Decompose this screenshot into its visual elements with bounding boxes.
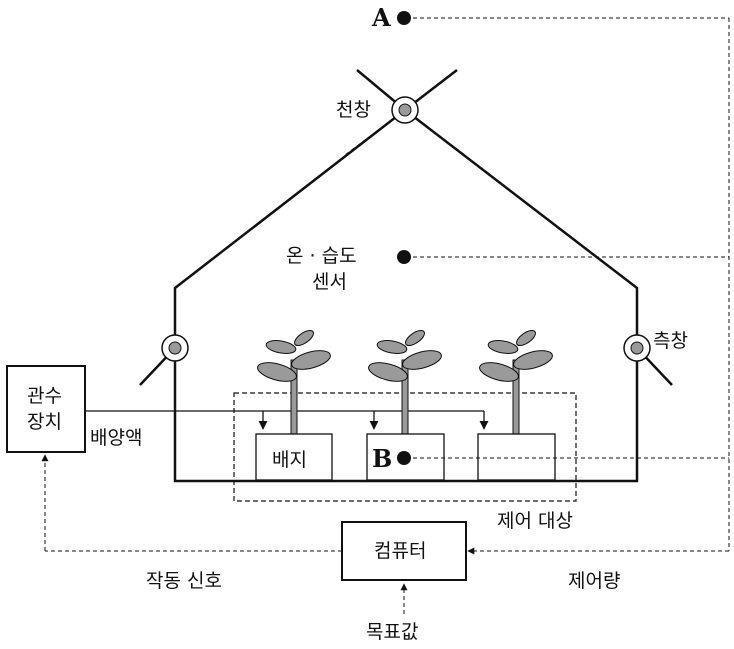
point-a-label: A	[371, 3, 391, 32]
medium-label: 배지	[272, 449, 307, 471]
plant-1	[257, 329, 331, 436]
side-window-label: 측창	[653, 330, 688, 352]
plant-2	[368, 329, 442, 436]
irrigation-label-line2: 장치	[27, 411, 62, 433]
computer-box	[341, 521, 467, 581]
roof-window-label: 천창	[336, 99, 371, 121]
point-a-dot	[397, 11, 411, 25]
point-b-label: B	[372, 444, 392, 473]
nutrient-solution-label: 배양액	[90, 427, 142, 449]
medium-box-1	[255, 433, 333, 481]
target-value-label: 목표값	[366, 621, 418, 643]
roof-window	[344, 69, 466, 156]
control-amount-label: 제어량	[568, 570, 620, 592]
left-side-window	[139, 334, 189, 480]
right-side-window	[623, 334, 673, 480]
computer-label: 컴퓨터	[374, 540, 426, 562]
nutrient-pipe	[85, 410, 489, 430]
point-b-dot	[397, 451, 411, 465]
irrigation-label-line1: 관수	[27, 385, 62, 407]
medium-box-3	[477, 433, 556, 481]
sensor-label-line1: 온 · 습도	[286, 245, 357, 267]
sensor-dot	[397, 250, 411, 264]
sensor-label-line2: 센서	[312, 271, 347, 293]
irrigation-device-box	[6, 365, 86, 453]
control-target-label: 제어 대상	[497, 510, 573, 532]
feedback-lines	[41, 17, 730, 614]
operation-signal-label: 작동 신호	[146, 570, 222, 592]
plant-3	[479, 329, 553, 436]
